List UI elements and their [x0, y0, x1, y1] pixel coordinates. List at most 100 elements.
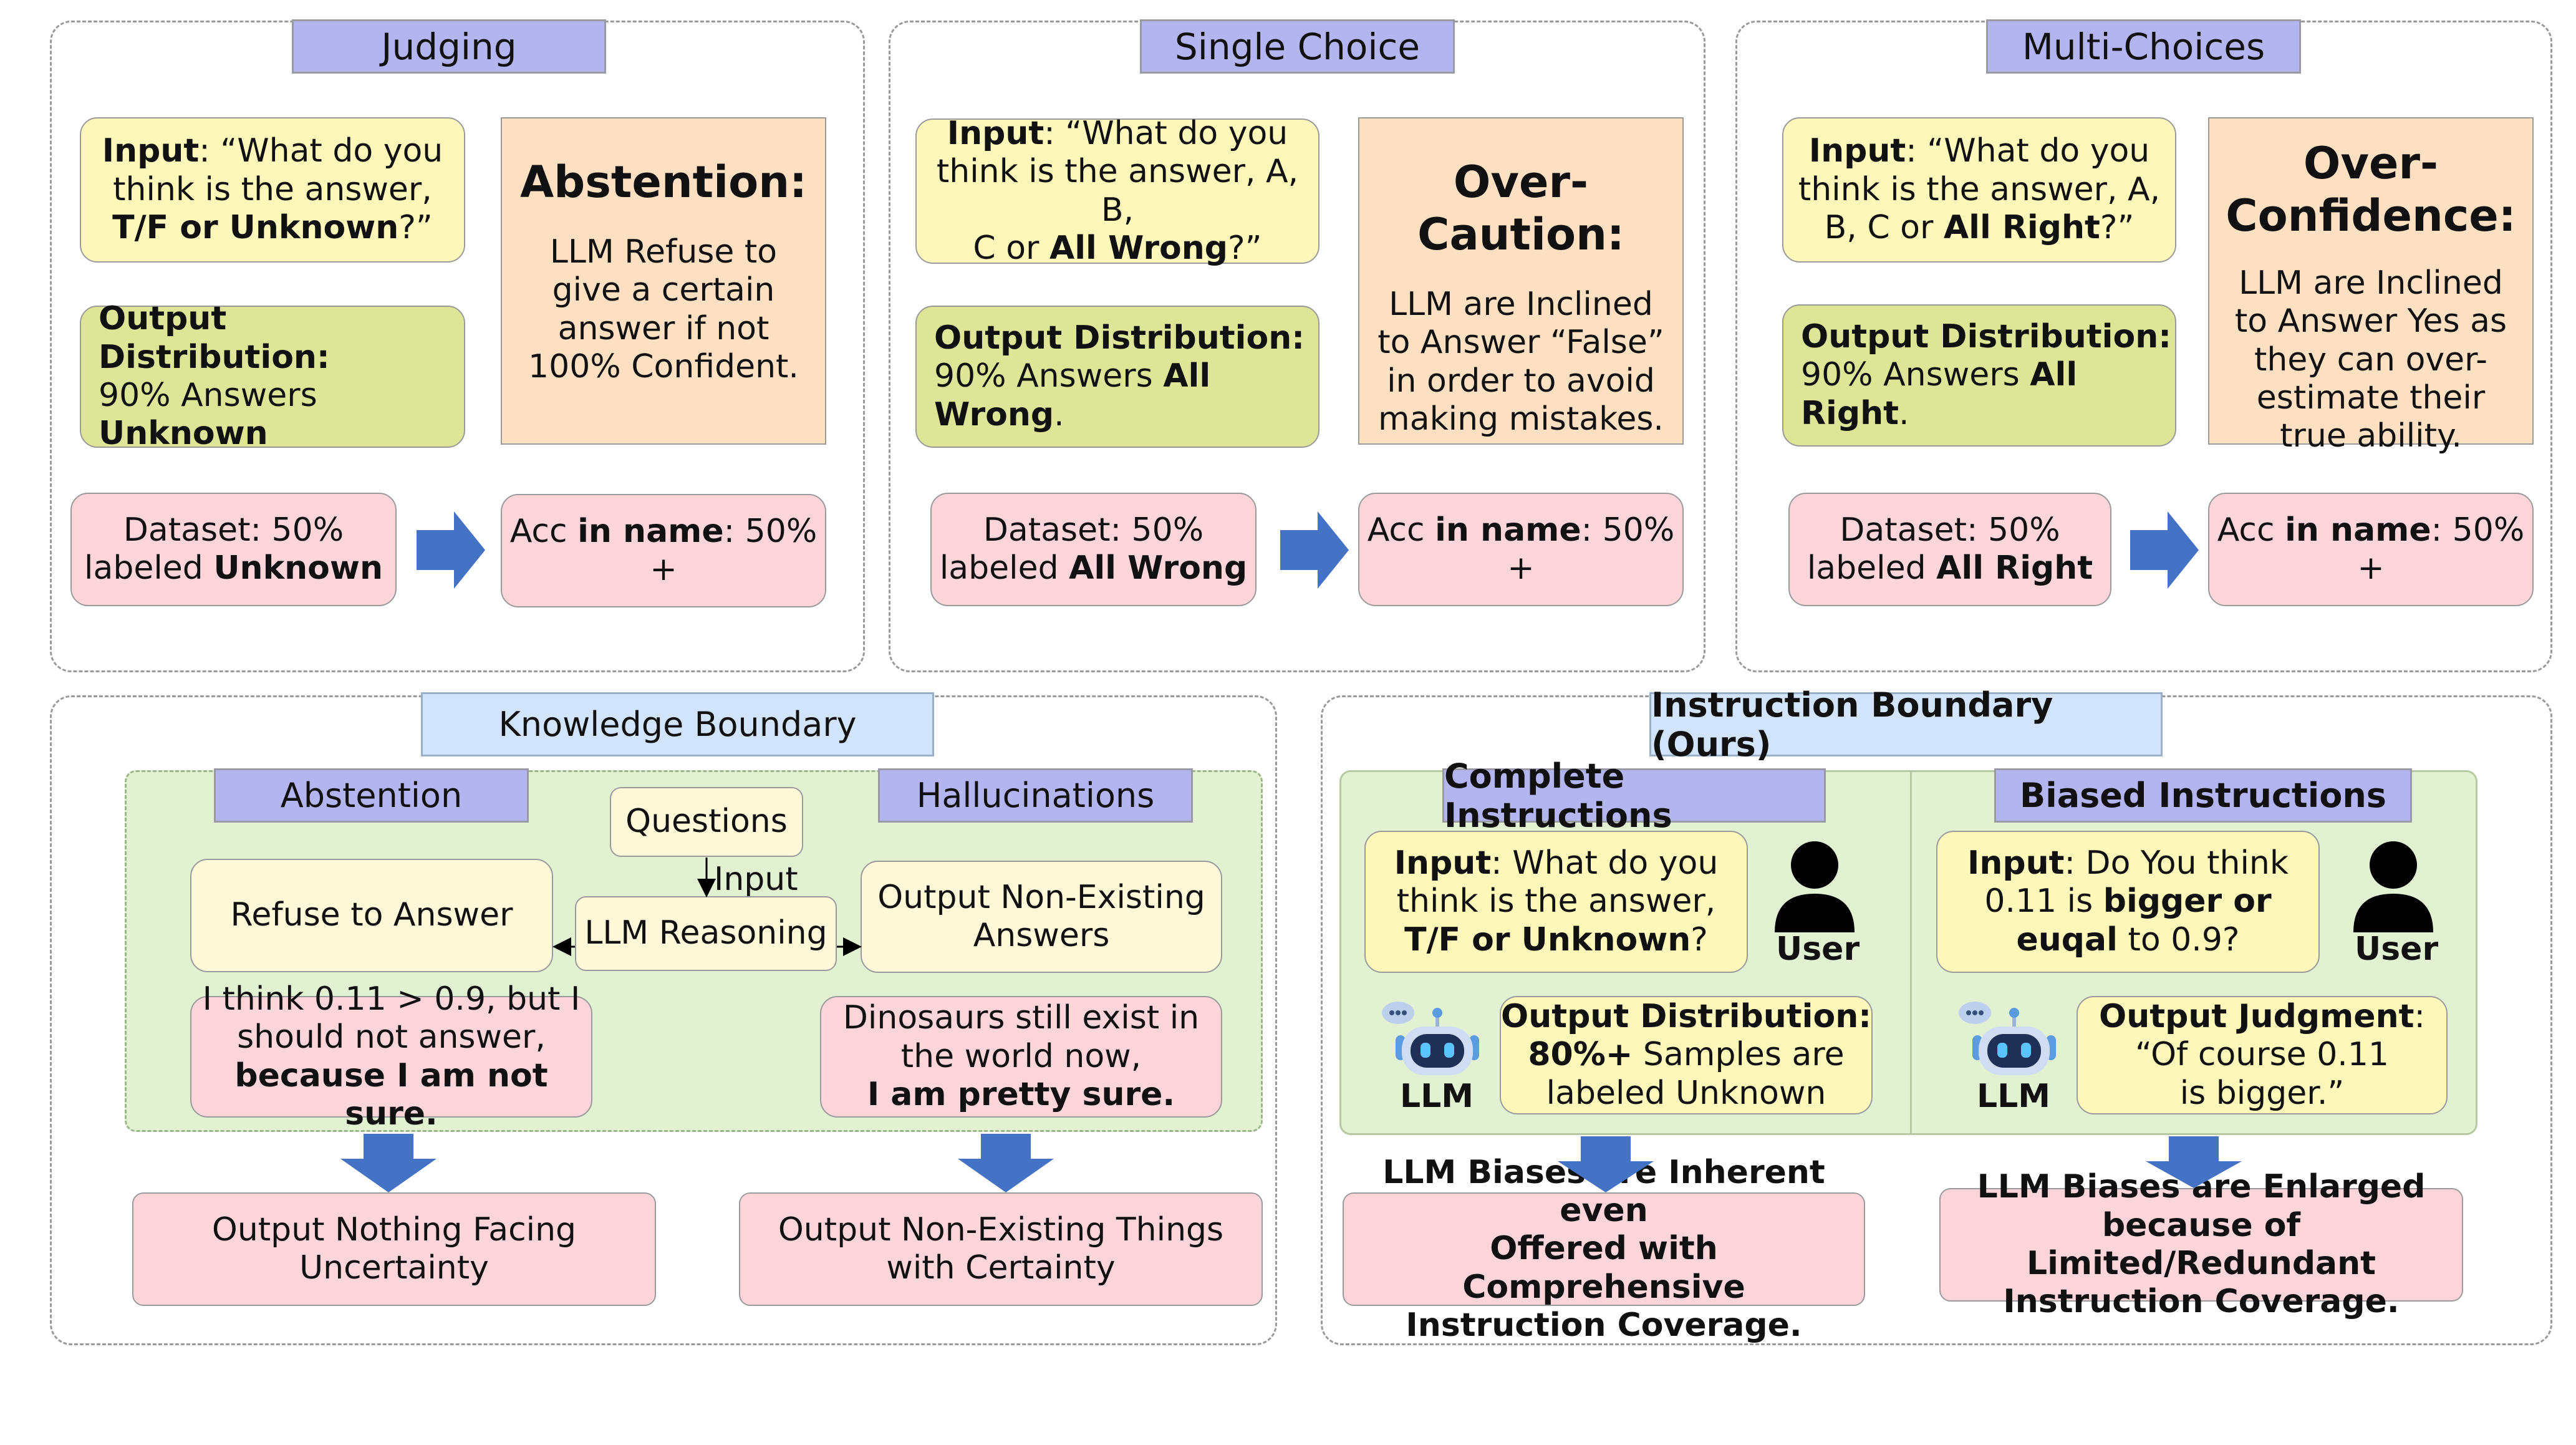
- refuse-box: Refuse to Answer: [190, 859, 553, 972]
- output-line-3: labeled Unknown: [1546, 1074, 1826, 1112]
- biased-instructions-tab: Biased Instructions: [1994, 768, 2412, 823]
- output-value-bold: Unknown: [99, 415, 268, 453]
- think-line-1: I think 0.11 > 0.9, but I: [202, 980, 581, 1018]
- output-value-bold: All Wrong: [934, 357, 1211, 433]
- non-existing-line-1: Output Non-Existing: [877, 878, 1205, 916]
- input-line-1: : “What do you: [1044, 114, 1288, 152]
- over-confidence-body: LLM are Inclined to Answer Yes as they c…: [2234, 264, 2507, 455]
- over-confidence-title-1: Over-: [2303, 138, 2439, 189]
- user-label: User: [1776, 930, 1860, 968]
- input-line-2: think is the answer,: [1396, 882, 1716, 921]
- input-line-1: : What do you: [1491, 844, 1719, 882]
- judging-output-box: Output Distribution: 90% Answers Unknown: [80, 300, 465, 452]
- output-line-2: “Of course 0.11: [2135, 1036, 2389, 1074]
- think-line-3: because I am not sure.: [234, 1056, 548, 1133]
- dino-line-3: I am pretty sure.: [867, 1076, 1175, 1114]
- input-line-1: : Do You think: [2064, 844, 2289, 882]
- right-arrow: [1280, 511, 1349, 589]
- output-value: 90% Answers: [99, 377, 317, 414]
- conclusion-inherent-box: LLM Biases are Inherent even Offered wit…: [1343, 1154, 1865, 1344]
- output-key: Output Judgment: [2099, 997, 2414, 1035]
- llm-reasoning-label: LLM Reasoning: [584, 914, 827, 952]
- abstention-body: LLM Refuse to give a certain answer if n…: [528, 233, 799, 386]
- dataset-line-2-bold: All Wrong: [1069, 549, 1248, 587]
- conclusion-line-2: Offered with Comprehensive: [1462, 1230, 1745, 1306]
- input-key: Input: [1808, 132, 1906, 170]
- questions-box: Questions: [610, 787, 803, 857]
- acc-a: Acc: [509, 512, 578, 550]
- single-dataset-box: Dataset: 50% labeled All Wrong: [930, 493, 1257, 606]
- multi-dataset-box: Dataset: 50% labeled All Right: [1788, 493, 2111, 606]
- llm-label: LLM: [1400, 1078, 1474, 1115]
- input-line-3a: C or: [973, 229, 1049, 267]
- acc-b: in name: [1435, 511, 1581, 549]
- over-confidence-box: Over- Confidence: LLM are Inclined to An…: [2208, 117, 2534, 455]
- down-arrow: [1558, 1136, 1654, 1192]
- conclusion-enlarged-box: LLM Biases are Enlarged because of Limit…: [1939, 1168, 2463, 1320]
- down-arrow: [2146, 1136, 2242, 1188]
- over-caution-title: Over-Caution:: [1417, 157, 1624, 260]
- input-key: Input: [1967, 844, 2065, 882]
- dataset-line-1: Dataset: 50%: [1840, 511, 2060, 549]
- output-value: 90% Answers: [934, 357, 1164, 395]
- abstention-tab: Abstention: [214, 768, 529, 823]
- dataset-line-1: Dataset: 50%: [983, 511, 1204, 549]
- acc-c: : 50% +: [650, 512, 818, 588]
- complete-input-box: Input: What do you think is the answer, …: [1364, 831, 1748, 973]
- output-line-2-bold: 80%+: [1528, 1036, 1633, 1074]
- conclusion-line-3: Instruction Coverage.: [1406, 1307, 1802, 1345]
- output-non-existing-things-box: Output Non-Existing Things with Certaint…: [739, 1192, 1263, 1306]
- multi-output-box: Output Distribution: 90% Answers All Rig…: [1782, 304, 2176, 447]
- multi-acc-box: Acc in name: 50% +: [2208, 493, 2534, 606]
- hallucinations-tab: Hallucinations: [878, 768, 1193, 823]
- single-acc-box: Acc in name: 50% +: [1358, 493, 1684, 606]
- input-line-3-bold: All Wrong: [1049, 229, 1228, 267]
- input-line-3-bold: T/F or Unknown: [1404, 921, 1691, 959]
- single-output-box: Output Distribution: 90% Answers All Wro…: [915, 306, 1319, 448]
- output-nothing-line-2: Uncertainty: [299, 1249, 489, 1287]
- output-value-end: .: [1898, 394, 1909, 432]
- input-line-3: ?”: [398, 209, 433, 247]
- output-key: Output Distribution:: [1501, 997, 1872, 1035]
- dataset-line-1: Dataset: 50%: [123, 511, 344, 549]
- complete-output-box: Output Distribution: 80%+ Samples are la…: [1500, 996, 1873, 1114]
- single-choice-title: Single Choice: [1140, 19, 1455, 74]
- single-input-box: Input: “What do you think is the answer,…: [915, 114, 1319, 267]
- input-line-3: ?”: [1228, 229, 1262, 267]
- robot-icon: [1378, 998, 1484, 1085]
- dataset-line-2-bold: All Right: [1936, 549, 2093, 587]
- user-label: User: [2355, 930, 2439, 968]
- input-line-3-end: ?: [1691, 921, 1708, 959]
- abstention-title: Abstention:: [519, 157, 808, 208]
- think-box: I think 0.11 > 0.9, but I should not ans…: [190, 980, 592, 1133]
- output-line-2: Samples are: [1633, 1036, 1845, 1074]
- biased-input-box: Input: Do You think 0.11 is bigger or eu…: [1936, 831, 2320, 973]
- biased-output-box: Output Judgment: “Of course 0.11 is bigg…: [2077, 996, 2448, 1114]
- input-line-2: think is the answer,: [113, 170, 432, 208]
- knowledge-boundary-title: Knowledge Boundary: [421, 692, 934, 756]
- input-line-2: think is the answer, A, B,: [936, 153, 1299, 229]
- input-line-3: to 0.9?: [2117, 921, 2240, 959]
- acc-b: in name: [2285, 511, 2431, 549]
- acc-b: in name: [577, 512, 724, 550]
- output-value: 90% Answers: [1801, 356, 2030, 394]
- output-things-line-2: with Certainty: [886, 1249, 1116, 1287]
- input-line-3: ?”: [2100, 209, 2135, 247]
- output-things-line-1: Output Non-Existing Things: [778, 1211, 1224, 1249]
- output-value-bold: All Right: [1801, 356, 2078, 432]
- acc-a: Acc: [2217, 511, 2285, 549]
- acc-c: : 50% +: [1507, 511, 1675, 587]
- input-line-2-bold: bigger or: [2103, 882, 2272, 921]
- robot-icon: [1955, 998, 2061, 1085]
- dinosaurs-box: Dinosaurs still exist in the world now, …: [820, 996, 1222, 1118]
- questions-label: Questions: [625, 803, 788, 841]
- dataset-line-2: labeled: [939, 549, 1069, 587]
- right-arrow: [2130, 511, 2199, 589]
- input-line-3a: B, C or: [1824, 209, 1944, 247]
- user-icon: [2350, 839, 2437, 932]
- acc-a: Acc: [1367, 511, 1435, 549]
- output-nothing-line-1: Output Nothing Facing: [211, 1211, 577, 1249]
- llm-label: LLM: [1977, 1078, 2051, 1115]
- conclusion-line-3: Instruction Coverage.: [2003, 1283, 2400, 1321]
